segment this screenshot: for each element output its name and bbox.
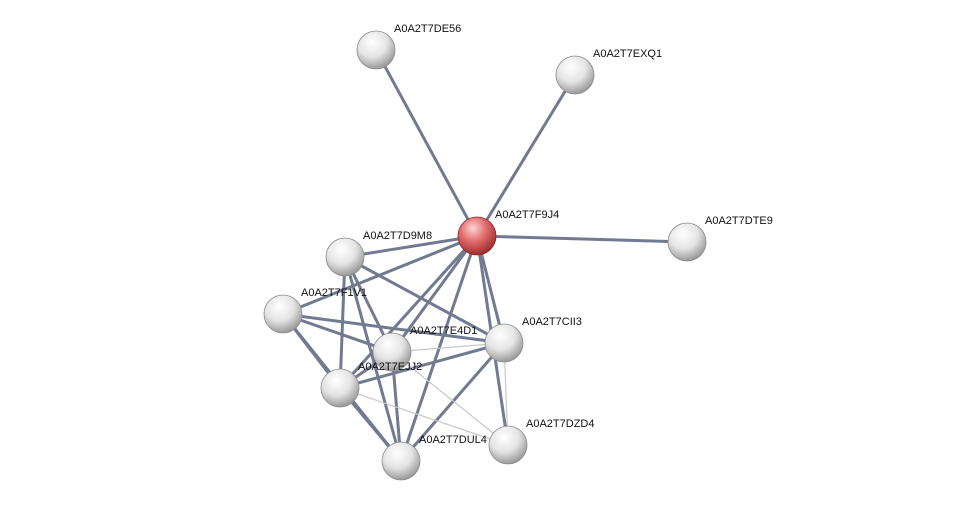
node-A0A2T7F9J4[interactable]: A0A2T7F9J4	[457, 209, 559, 256]
node-A0A2T7DUL4[interactable]: A0A2T7DUL4	[381, 434, 487, 481]
node-label: A0A2T7D9M8	[363, 230, 432, 242]
edge-n0-n1	[374, 48, 479, 238]
node-label: A0A2T7E4D1	[410, 325, 477, 337]
edge-n0-n8	[338, 234, 479, 390]
node-ball[interactable]	[488, 425, 528, 465]
node-A0A2T7EXQ1[interactable]: A0A2T7EXQ1	[555, 48, 662, 95]
node-label: A0A2T7CII3	[522, 316, 582, 328]
edge-n8-n10	[339, 387, 509, 446]
node-A0A2T7E4D1[interactable]: A0A2T7E4D1	[372, 325, 477, 372]
node-ball[interactable]	[555, 55, 595, 95]
node-A0A2T7D9M8[interactable]: A0A2T7D9M8	[325, 230, 432, 277]
node-ball[interactable]	[484, 323, 524, 363]
edge-n7-n9	[399, 341, 506, 463]
node-A0A2T7F1V1[interactable]: A0A2T7F1V1	[263, 287, 367, 334]
node-label: A0A2T7F1V1	[301, 287, 367, 299]
node-ball[interactable]	[356, 30, 396, 70]
edge-n4-n9	[343, 255, 403, 463]
edge-n4-n7	[343, 255, 506, 345]
node-ball[interactable]	[381, 441, 421, 481]
node-label: A0A2T7DE56	[394, 23, 461, 35]
node-label: A0A2T7DUL4	[419, 434, 487, 446]
node-label: A0A2T7DZD4	[526, 418, 594, 430]
node-A0A2T7DZD4[interactable]: A0A2T7DZD4	[488, 418, 594, 465]
node-A0A2T7CII3[interactable]: A0A2T7CII3	[484, 316, 582, 363]
node-A0A2T7DE56[interactable]: A0A2T7DE56	[356, 23, 461, 70]
edge-n0-n3	[475, 234, 689, 244]
node-label: A0A2T7EXQ1	[593, 48, 662, 60]
node-layer: A0A2T7F9J4 A0A2T7DE56A0A2T7EXQ1A0A2T7DTE9…	[263, 23, 773, 481]
node-ball[interactable]	[320, 368, 360, 408]
edge-n6-n10	[391, 351, 509, 446]
edge-n7-n8	[338, 341, 506, 390]
edge-n0-n6	[390, 234, 479, 354]
node-A0A2T7EJJ2[interactable]: A0A2T7EJJ2	[320, 361, 422, 408]
node-ball[interactable]	[325, 237, 365, 277]
edge-n0-n2	[475, 73, 577, 238]
node-A0A2T7DTE9[interactable]: A0A2T7DTE9	[667, 215, 773, 262]
node-ball[interactable]	[372, 332, 412, 372]
node-ball[interactable]	[667, 222, 707, 262]
node-ball[interactable]	[457, 216, 497, 256]
node-label: A0A2T7F9J4	[495, 209, 559, 221]
node-label: A0A2T7EJJ2	[358, 361, 422, 373]
edge-n0-n4	[343, 234, 479, 259]
edge-n5-n7	[281, 312, 506, 345]
node-label: A0A2T7DTE9	[705, 215, 773, 227]
node-ball[interactable]	[263, 294, 303, 334]
